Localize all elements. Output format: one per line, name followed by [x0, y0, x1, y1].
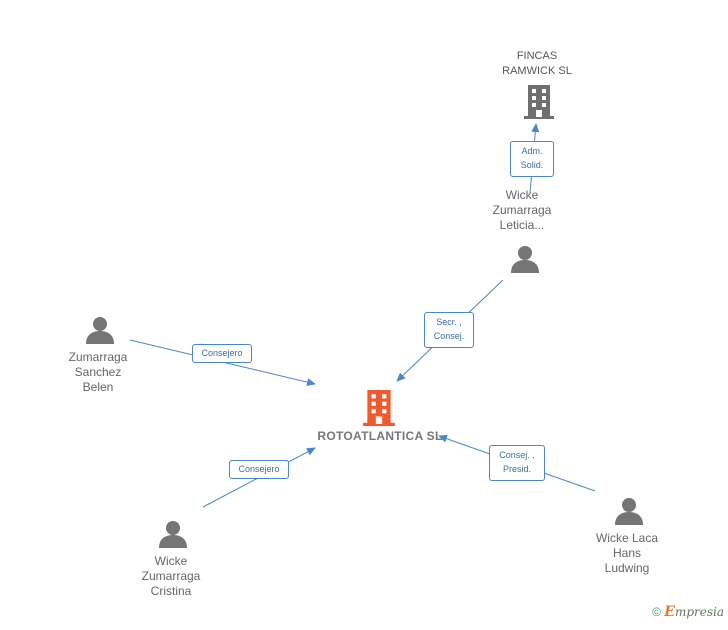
edge-label-consejero-belen[interactable]: Consejero	[192, 344, 252, 363]
person-icon[interactable]	[615, 497, 643, 525]
main-company-label[interactable]: ROTOATLANTICA SL	[317, 429, 443, 443]
person-icon[interactable]	[511, 245, 539, 273]
person-icon[interactable]	[159, 520, 187, 548]
edge-label-secr-consej[interactable]: Secr. , Consej.	[424, 312, 474, 348]
person-belen-label[interactable]: Zumarraga Sanchez Belen	[68, 350, 128, 394]
empresia-logo: Empresia	[664, 604, 724, 620]
copyright-icon: ©	[652, 605, 661, 619]
person-icon[interactable]	[86, 316, 114, 344]
person-leticia-label[interactable]: Wicke Zumarraga Leticia...	[492, 188, 552, 232]
edge-label-adm-solid[interactable]: Adm. Solid.	[510, 141, 554, 177]
building-icon[interactable]	[524, 85, 554, 119]
person-hans-label[interactable]: Wicke Laca Hans Ludwing	[595, 531, 659, 575]
empresia-watermark: © Empresia	[652, 604, 724, 620]
edge-label-consejero-cristina[interactable]: Consejero	[229, 460, 289, 479]
main-company-building-icon[interactable]	[363, 390, 395, 426]
person-cristina-label[interactable]: Wicke Zumarraga Cristina	[141, 554, 201, 598]
edge-label-consej-presid[interactable]: Consej. , Presid.	[489, 445, 545, 481]
fincas-ramwick-label[interactable]: FINCAS RAMWICK SL	[502, 50, 572, 77]
